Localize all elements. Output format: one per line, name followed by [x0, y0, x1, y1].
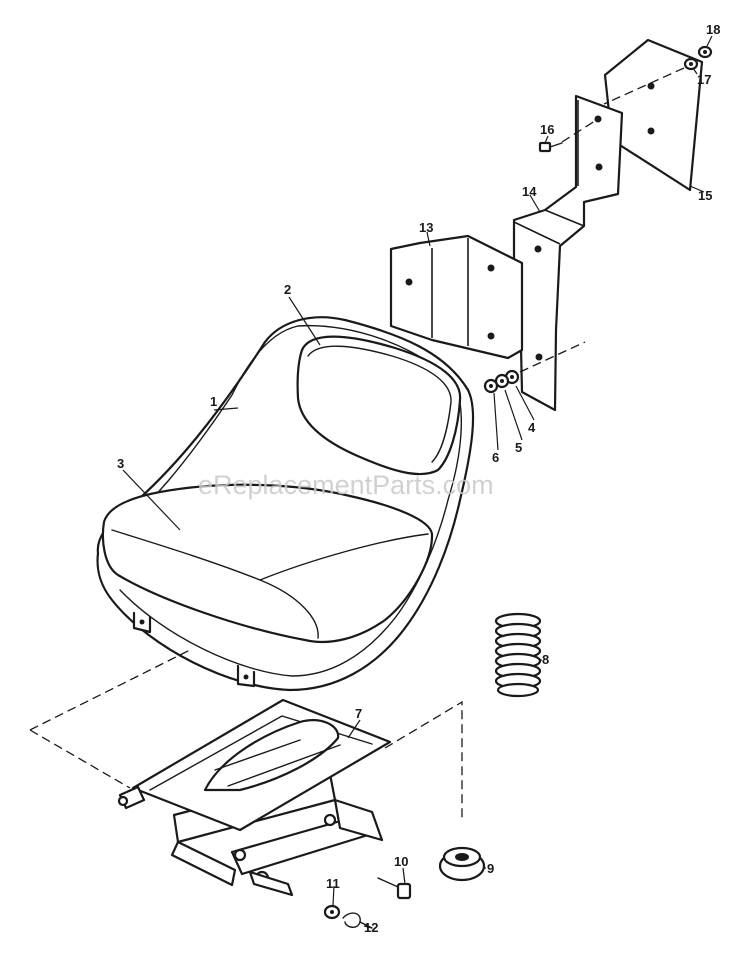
callout-2: 2: [284, 282, 291, 297]
fastener-line-4-6: [519, 341, 586, 373]
part-2-back-cushion: [296, 335, 462, 476]
callout-8: 8: [542, 652, 549, 667]
callout-11: 11: [326, 876, 340, 891]
fastener-line-17-18: [603, 67, 685, 105]
callout-12: 12: [364, 920, 378, 935]
callout-7: 7: [355, 706, 362, 721]
part-8-spring: [494, 612, 542, 698]
part-7-suspension-frame: [117, 698, 392, 897]
callout-13: 13: [419, 220, 433, 235]
fastener-line-16: [561, 118, 599, 143]
callout-15: 15: [698, 188, 712, 203]
part-13-seat-bracket: [389, 234, 524, 360]
callout-1: 1: [210, 394, 217, 409]
part-18-nut: [697, 45, 713, 59]
callout-17: 17: [697, 72, 711, 87]
callout-5: 5: [515, 440, 522, 455]
callout-18: 18: [706, 22, 720, 37]
part-10-bolt: [377, 877, 412, 900]
alignment-line-left-lower: [29, 729, 131, 789]
callout-9: 9: [487, 861, 494, 876]
callout-16: 16: [540, 122, 554, 137]
alignment-line-right: [384, 700, 463, 820]
callout-10: 10: [394, 854, 408, 869]
part-9-bushing: [438, 846, 486, 882]
part-6-flat-washer: [483, 378, 499, 394]
part-14-z-bracket: [512, 94, 624, 412]
part-16-bolt: [538, 141, 563, 153]
part-11-washer: [323, 904, 341, 920]
callout-3: 3: [117, 456, 124, 471]
leader-lines: [122, 35, 713, 929]
part-3-seat-cushion: [101, 483, 434, 644]
alignment-line-left: [29, 649, 191, 731]
part-17-washer: [683, 57, 699, 71]
callout-14: 14: [522, 184, 537, 199]
callout-6: 6: [492, 450, 499, 465]
callout-4: 4: [528, 420, 536, 435]
watermark-text: eReplacementParts.com: [198, 470, 494, 500]
